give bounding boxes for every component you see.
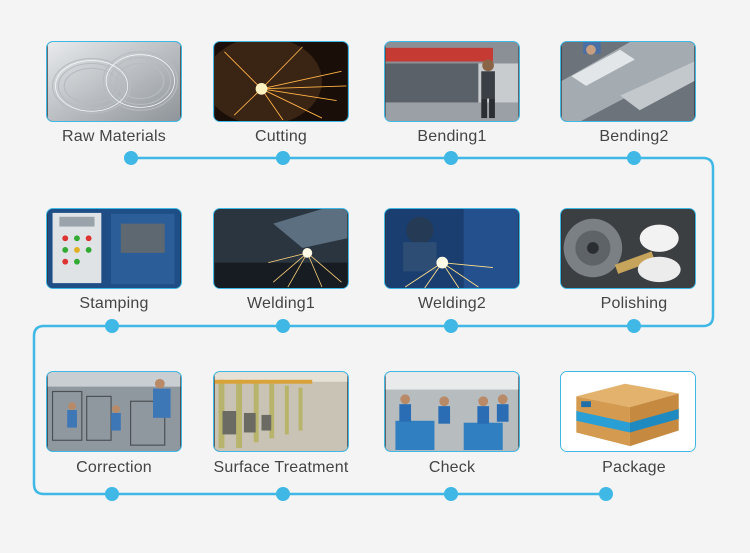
flow-dot [599, 487, 613, 501]
step-image-package [560, 371, 696, 452]
step-label-stamping: Stamping [79, 295, 149, 312]
polishing-wheel-gloves-image [561, 209, 695, 288]
step-image-bending1 [384, 41, 520, 122]
flow-dot [444, 487, 458, 501]
quality-check-workers-image [385, 372, 519, 451]
bending-sheet-metal-image [561, 42, 695, 121]
step-label-welding2: Welding2 [417, 295, 486, 312]
step-image-polishing [560, 208, 696, 289]
step-label-cutting: Cutting [254, 128, 308, 145]
welding-sparks-image [214, 209, 348, 288]
stamping-machine-panel-image [47, 209, 181, 288]
step-image-raw-materials [46, 41, 182, 122]
press-brake-worker-image [385, 42, 519, 121]
workers-correction-image [47, 372, 181, 451]
step-label-correction: Correction [76, 459, 152, 476]
flow-dot [124, 151, 138, 165]
flow-dot [444, 151, 458, 165]
step-image-welding2 [384, 208, 520, 289]
step-image-cutting [213, 41, 349, 122]
step-image-correction [46, 371, 182, 452]
step-image-check [384, 371, 520, 452]
step-label-raw-materials: Raw Materials [62, 128, 166, 145]
welder-with-mask-image [385, 209, 519, 288]
flow-dot [276, 151, 290, 165]
step-image-stamping [46, 208, 182, 289]
step-label-welding1: Welding1 [246, 295, 315, 312]
step-label-bending2: Bending2 [599, 128, 669, 145]
flow-dot [627, 151, 641, 165]
grinding-sparks-image [214, 42, 348, 121]
step-image-surface-treatment [213, 371, 349, 452]
cardboard-box-image [561, 372, 695, 451]
flow-dot [276, 487, 290, 501]
flow-dot [276, 319, 290, 333]
step-label-bending1: Bending1 [417, 128, 487, 145]
coating-line-image [214, 372, 348, 451]
step-label-surface-treatment: Surface Treatment [213, 459, 349, 476]
step-image-bending2 [560, 41, 696, 122]
flow-dot [105, 487, 119, 501]
flow-dot [105, 319, 119, 333]
flow-dot [444, 319, 458, 333]
step-label-check: Check [428, 459, 476, 476]
step-label-package: Package [602, 459, 666, 476]
flow-dot [627, 319, 641, 333]
step-label-polishing: Polishing [600, 295, 668, 312]
steel-wire-coils-image [47, 42, 181, 121]
step-image-welding1 [213, 208, 349, 289]
